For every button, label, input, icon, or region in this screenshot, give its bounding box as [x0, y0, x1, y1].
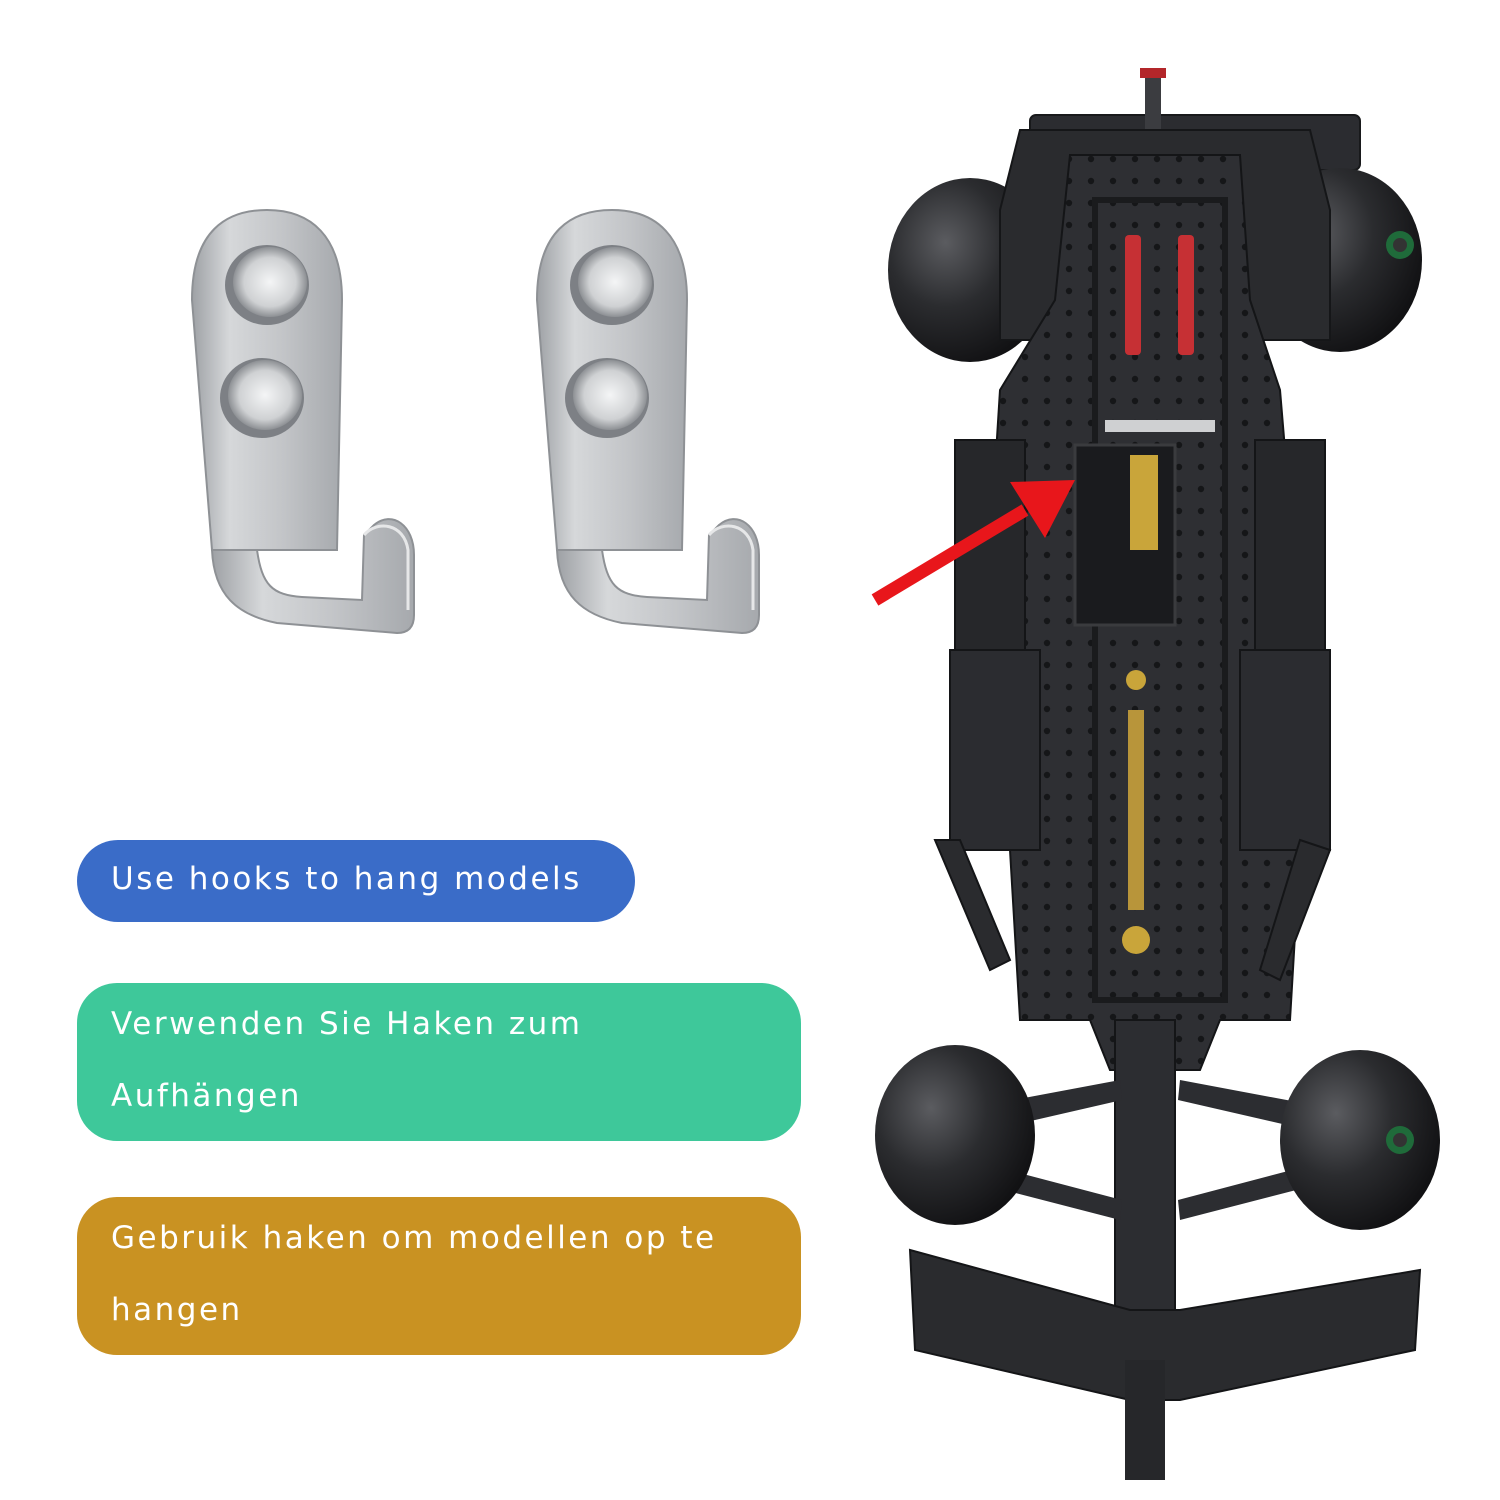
red-arrow-icon	[871, 480, 1075, 606]
german-label-line1: Verwenden Sie Haken zum Aufhängen	[111, 1006, 583, 1114]
german-label-pill: Verwenden Sie Haken zum Aufhängen von Mo…	[77, 983, 801, 1186]
wall-hook-icon	[190, 208, 415, 635]
english-label-pill: Use hooks to hang models	[77, 840, 635, 922]
dutch-label-pill: Gebruik haken om modellen op te hangen	[77, 1197, 801, 1355]
dutch-label-line1: Gebruik haken om modellen op te	[111, 1220, 717, 1256]
wall-hook-icon	[535, 208, 760, 635]
f1-car-model-icon	[875, 68, 1440, 1480]
english-label-text: Use hooks to hang models	[111, 861, 582, 897]
german-label-line2: von Modellen	[111, 1150, 349, 1186]
dutch-label-line2: hangen	[111, 1292, 243, 1328]
